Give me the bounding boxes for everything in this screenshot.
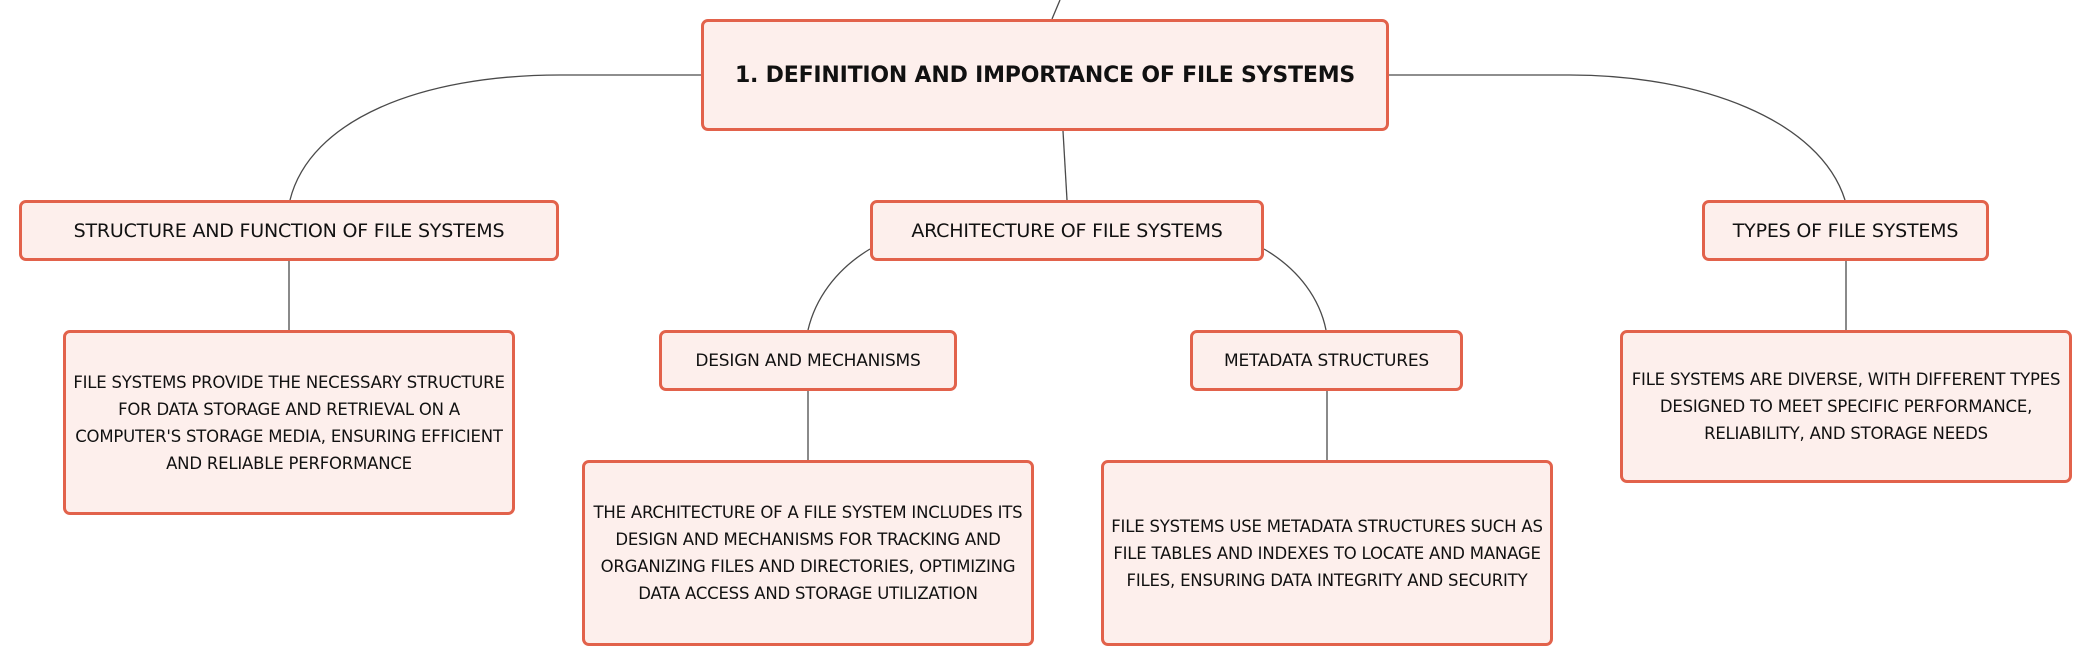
branch-node-label: TYPES OF FILE SYSTEMS [1732,219,1959,242]
detail-node-text: THE ARCHITECTURE OF A FILE SYSTEM INCLUD… [593,503,1023,603]
subtopic-node-metadata-structures[interactable]: METADATA STRUCTURES [1190,330,1463,391]
branch-node-architecture[interactable]: ARCHITECTURE OF FILE SYSTEMS [870,200,1264,261]
connector-root-to-architecture [1062,130,1068,201]
branch-node-label: ARCHITECTURE OF FILE SYSTEMS [911,219,1223,242]
detail-node-metadata-structures[interactable]: FILE SYSTEMS USE METADATA STRUCTURES SUC… [1101,460,1553,646]
detail-node-text: FILE SYSTEMS PROVIDE THE NECESSARY STRUC… [73,372,505,473]
detail-node-structure-and-function[interactable]: FILE SYSTEMS PROVIDE THE NECESSARY STRUC… [63,330,515,515]
branch-node-structure-and-function[interactable]: STRUCTURE AND FUNCTION OF FILE SYSTEMS [19,200,559,261]
connector-architecture-to-design [807,248,871,331]
branch-node-label: STRUCTURE AND FUNCTION OF FILE SYSTEMS [73,219,505,242]
subtopic-node-design-and-mechanisms[interactable]: DESIGN AND MECHANISMS [659,330,957,391]
connector-root-to-types [1389,74,1846,201]
connector-architecture-to-metadata [1263,248,1327,331]
detail-node-types[interactable]: FILE SYSTEMS ARE DIVERSE, WITH DIFFERENT… [1620,330,2072,483]
root-node-label: 1. DEFINITION AND IMPORTANCE OF FILE SYS… [734,62,1356,88]
root-node[interactable]: 1. DEFINITION AND IMPORTANCE OF FILE SYS… [701,19,1389,131]
detail-node-design-and-mechanisms[interactable]: THE ARCHITECTURE OF A FILE SYSTEM INCLUD… [582,460,1034,646]
detail-node-text: FILE SYSTEMS ARE DIVERSE, WITH DIFFERENT… [1631,370,2061,443]
branch-node-types[interactable]: TYPES OF FILE SYSTEMS [1702,200,1989,261]
connector-root-to-structure [289,74,701,201]
subtopic-node-label: DESIGN AND MECHANISMS [695,350,921,371]
subtopic-node-label: METADATA STRUCTURES [1224,350,1429,371]
detail-node-text: FILE SYSTEMS USE METADATA STRUCTURES SUC… [1111,516,1543,590]
connector-parent-to-root [1051,0,1061,20]
